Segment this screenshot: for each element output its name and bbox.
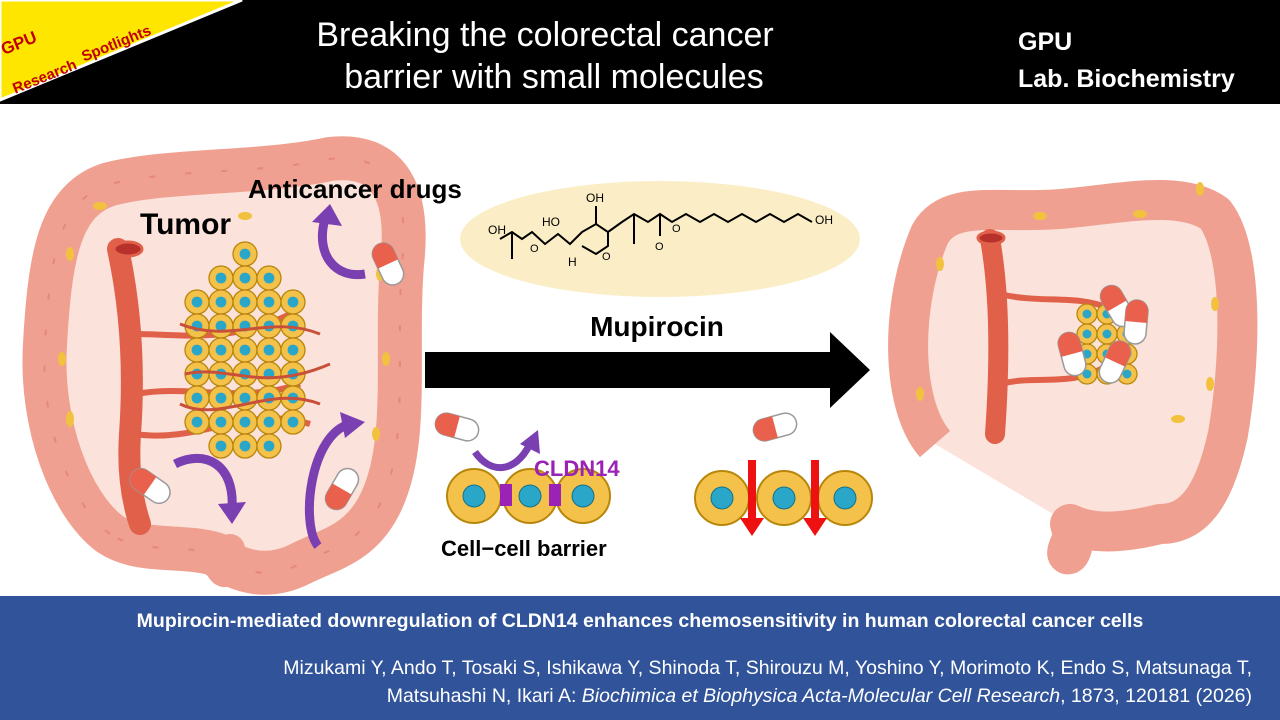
bounce-arrow: [472, 442, 534, 471]
tumor-cell: [256, 337, 282, 363]
paper-title: Mupirocin-mediated downregulation of CLD…: [136, 610, 1144, 632]
mupirocin-label: Mupirocin: [590, 311, 724, 342]
tumor-cell: [208, 433, 234, 459]
bounce-arrowhead: [520, 430, 540, 454]
tumor-cell: [208, 313, 234, 339]
tumor-cell: [184, 289, 210, 315]
affiliation-line-2: Lab. Biochemistry: [1018, 65, 1235, 93]
tumor-cell: [256, 433, 282, 459]
mechanism-diagram: Tumor Anticancer drugs OH OH HO OH H O O…: [22, 136, 1258, 595]
drug-capsule: [432, 409, 482, 445]
molecule-o: O: [602, 251, 611, 263]
tumor-cell: [232, 433, 258, 459]
molecule-oh: OH: [488, 223, 506, 237]
tumor-cell: [280, 337, 306, 363]
intact-barrier-cells: [446, 468, 611, 524]
tumor-cell: [256, 289, 282, 315]
fat-blob: [93, 202, 107, 210]
title-line-1: Breaking the colorectal cancer: [316, 16, 774, 54]
journal-name: Biochimica et Biophysica Acta-Molecular …: [581, 685, 1061, 707]
page-title: Breaking the colorectal cancer barrier w…: [0, 14, 1090, 98]
tumor-cell: [232, 289, 258, 315]
affiliation-line-1: GPU: [1018, 28, 1073, 56]
citation: Mizukami Y, Ando T, Tosaki S, Ishikawa Y…: [12, 654, 1252, 710]
tumor-cell: [184, 409, 210, 435]
title-line-2: barrier with small molecules: [344, 58, 764, 96]
tumor-cell: [256, 409, 282, 435]
tumor-cell: [256, 361, 282, 387]
tumor-cell: [232, 409, 258, 435]
molecule-ho: HO: [542, 215, 560, 229]
cldn14-junction: [549, 484, 561, 506]
drug-capsule: [1122, 298, 1150, 346]
cldn14-label: CLDN14: [534, 456, 620, 481]
header-bar: GPU Research Spotlights Breaking the col…: [0, 0, 1280, 104]
affiliation: GPU Lab. Biochemistry: [1018, 24, 1235, 98]
molecule-o: O: [655, 241, 664, 253]
molecule-oh: OH: [586, 191, 604, 205]
gpu-research-spotlights-badge: GPU Research Spotlights: [0, 0, 243, 102]
tumor-cell: [208, 289, 234, 315]
tumor-label: Tumor: [140, 208, 231, 241]
molecule-o: O: [530, 243, 539, 255]
anticancer-drugs-label: Anticancer drugs: [248, 174, 462, 204]
drug-bounce-arrows: [172, 217, 366, 549]
citation-suffix: , 1873, 120181 (2026): [1060, 685, 1252, 707]
treatment-arrow: [425, 332, 870, 408]
barrier-label: Cell−cell barrier: [441, 536, 607, 561]
tumor-cell: [232, 265, 258, 291]
tumor-cell: [280, 289, 306, 315]
tumor-cell: [232, 337, 258, 363]
authors-line-2: Matsuhashi N, Ikari A: Biochimica et Bio…: [12, 682, 1252, 710]
tumor-cell: [232, 313, 258, 339]
tumor-cell: [208, 409, 234, 435]
leaky-barrier-cells: [694, 470, 873, 526]
drug-penetration-arrows: [740, 460, 827, 536]
tumor-cell: [1096, 323, 1118, 345]
tumor-cell: [280, 409, 306, 435]
molecule-o: O: [672, 223, 681, 235]
tumor-cell: [1076, 323, 1098, 345]
authors-line-1: Mizukami Y, Ando T, Tosaki S, Ishikawa Y…: [283, 657, 1252, 679]
molecule-oh: OH: [815, 213, 833, 227]
cldn14-junction: [500, 484, 512, 506]
tumor-cell: [208, 265, 234, 291]
tumor-cell: [232, 241, 258, 267]
molecule-h: H: [568, 255, 577, 269]
tumor-cell: [256, 265, 282, 291]
citation-footer: Mupirocin-mediated downregulation of CLD…: [0, 596, 1280, 720]
tumor-vessels: [179, 322, 331, 412]
arrowheads: [218, 204, 365, 524]
tumor-cell: [184, 337, 210, 363]
authors-line-2-prefix: Matsuhashi N, Ikari A:: [386, 685, 582, 707]
tumor-cell: [1076, 303, 1098, 325]
mupirocin-structure: OH OH HO OH H O O O O: [460, 181, 860, 297]
tumor-cell: [208, 337, 234, 363]
drug-capsule: [750, 409, 800, 445]
